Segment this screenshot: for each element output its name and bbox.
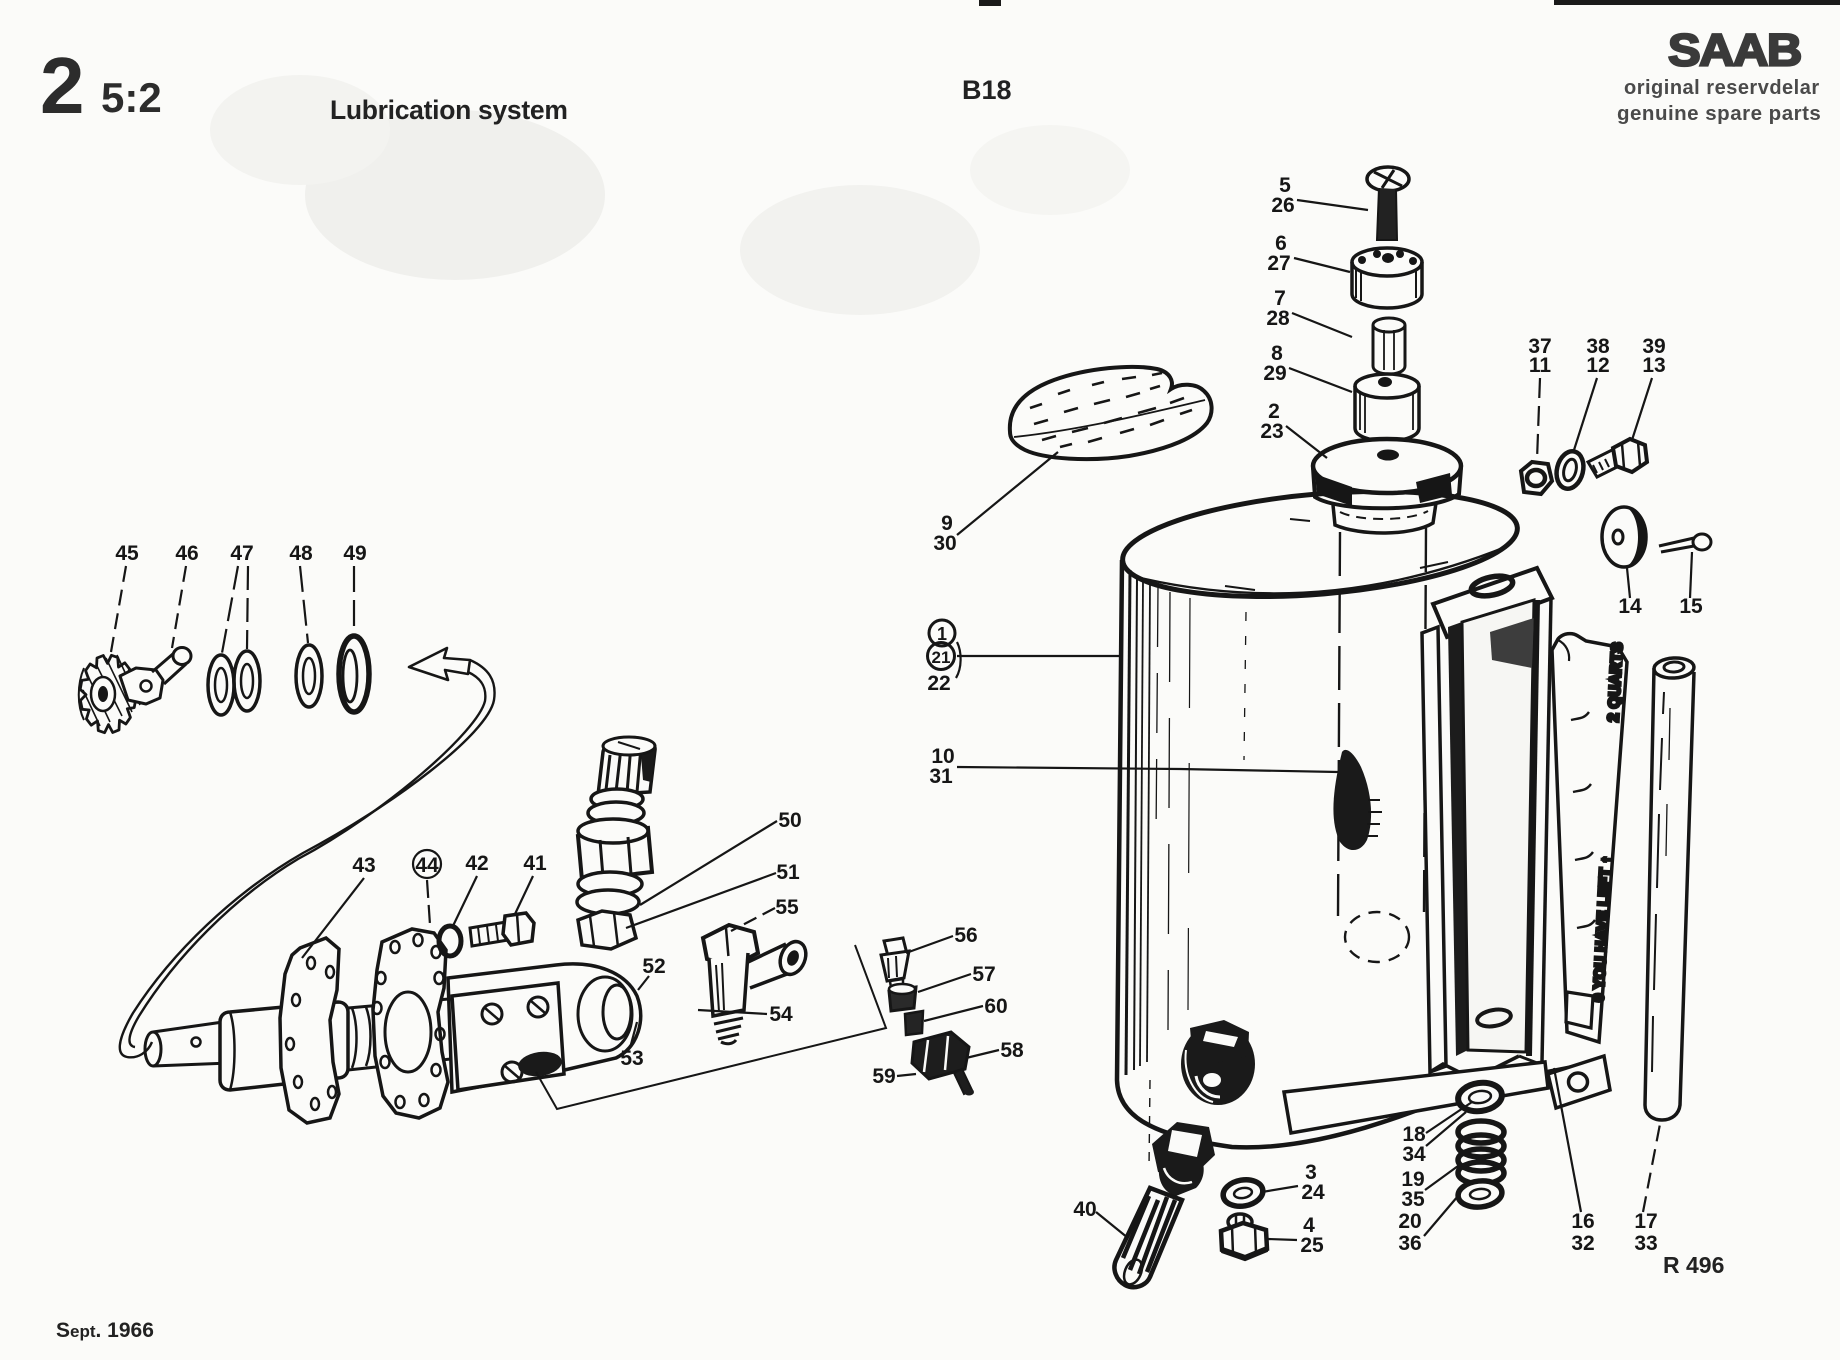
- svg-text:32: 32: [1571, 1232, 1594, 1255]
- svg-text:22: 22: [927, 672, 950, 695]
- svg-text:55: 55: [775, 896, 799, 919]
- svg-text:11: 11: [1529, 354, 1552, 377]
- svg-text:12: 12: [1586, 354, 1609, 377]
- svg-text:R 496: R 496: [1663, 1252, 1724, 1278]
- svg-text:9: 9: [941, 512, 953, 535]
- svg-text:5: 5: [1279, 174, 1291, 197]
- svg-text:35: 35: [1401, 1188, 1425, 1211]
- svg-text:42: 42: [465, 852, 488, 875]
- svg-text:30: 30: [933, 532, 956, 555]
- svg-text:genuine spare parts: genuine spare parts: [1617, 102, 1821, 125]
- svg-text:46: 46: [175, 542, 198, 565]
- svg-text:4: 4: [1303, 1214, 1315, 1237]
- svg-text:SAAB: SAAB: [1668, 24, 1801, 75]
- svg-text:59: 59: [872, 1065, 895, 1088]
- svg-text:49: 49: [343, 542, 366, 565]
- svg-text:20: 20: [1398, 1210, 1421, 1233]
- svg-text:24: 24: [1301, 1181, 1325, 1204]
- svg-text:56: 56: [954, 924, 977, 947]
- svg-text:2: 2: [40, 41, 85, 130]
- svg-text:44: 44: [415, 854, 439, 877]
- svg-text:34: 34: [1402, 1143, 1426, 1166]
- svg-text:50: 50: [778, 809, 801, 832]
- svg-text:52: 52: [642, 955, 665, 978]
- svg-text:39: 39: [1642, 335, 1665, 358]
- svg-text:37: 37: [1528, 335, 1551, 358]
- svg-text:40: 40: [1073, 1198, 1096, 1221]
- svg-text:41: 41: [523, 852, 547, 875]
- svg-text:7: 7: [1274, 287, 1286, 310]
- svg-text:1: 1: [937, 624, 947, 644]
- svg-text:14: 14: [1618, 595, 1642, 618]
- svg-text:13: 13: [1642, 354, 1665, 377]
- svg-text:3: 3: [1305, 1161, 1317, 1184]
- svg-text:31: 31: [929, 765, 953, 788]
- svg-text:57: 57: [972, 963, 995, 986]
- svg-text:45: 45: [115, 542, 139, 565]
- svg-text:54: 54: [769, 1003, 793, 1026]
- svg-text:Sept. 1966: Sept. 1966: [56, 1319, 154, 1342]
- svg-text:33: 33: [1634, 1232, 1657, 1255]
- svg-text:51: 51: [776, 861, 800, 884]
- svg-text:29: 29: [1263, 362, 1286, 385]
- svg-text:27: 27: [1267, 252, 1290, 275]
- svg-text:47: 47: [230, 542, 253, 565]
- svg-text:36: 36: [1398, 1232, 1421, 1255]
- svg-text:53: 53: [620, 1047, 643, 1070]
- svg-text:43: 43: [352, 854, 375, 877]
- svg-text:8: 8: [1271, 342, 1283, 365]
- svg-text:60: 60: [984, 995, 1007, 1018]
- svg-text:21: 21: [932, 648, 951, 667]
- svg-text:6: 6: [1275, 232, 1287, 255]
- svg-text:58: 58: [1000, 1039, 1024, 1062]
- svg-text:2: 2: [1268, 400, 1280, 423]
- svg-text:18: 18: [1402, 1123, 1426, 1146]
- svg-text:5:2: 5:2: [101, 74, 162, 121]
- svg-text:16: 16: [1571, 1210, 1594, 1233]
- svg-text:38: 38: [1586, 335, 1610, 358]
- svg-text:19: 19: [1401, 1168, 1424, 1191]
- svg-text:Lubrication system: Lubrication system: [330, 95, 568, 125]
- svg-text:28: 28: [1266, 307, 1290, 330]
- svg-text:25: 25: [1300, 1234, 1324, 1257]
- svg-text:B18: B18: [962, 75, 1012, 105]
- svg-text:original reservdelar: original reservdelar: [1624, 77, 1820, 99]
- svg-text:17: 17: [1634, 1210, 1657, 1233]
- svg-text:23: 23: [1260, 420, 1283, 443]
- svg-text:48: 48: [289, 542, 313, 565]
- svg-text:15: 15: [1679, 595, 1703, 618]
- svg-text:10: 10: [931, 745, 954, 768]
- svg-text:26: 26: [1271, 194, 1294, 217]
